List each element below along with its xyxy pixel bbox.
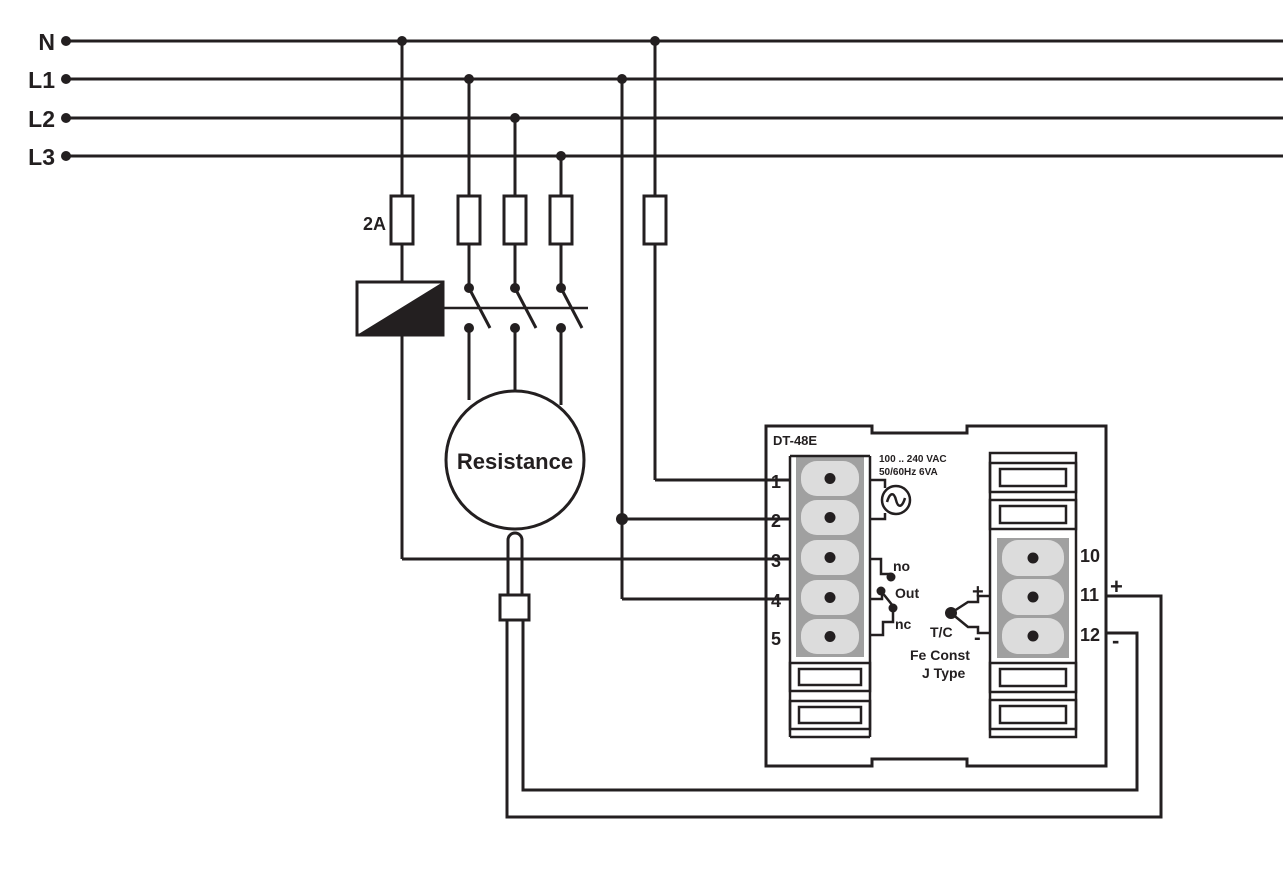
- relay-out-label: Out: [895, 585, 919, 601]
- terminal-cell-11: [1002, 579, 1064, 615]
- terminal-screw-icon: [824, 512, 836, 523]
- terminal-label-10: 10: [1080, 546, 1100, 566]
- line-l1-terminal: [61, 74, 71, 84]
- fuse-coil: [389, 194, 415, 246]
- device-housing: [764, 424, 1108, 768]
- line-n-terminal: [61, 36, 71, 46]
- contactor-coil-symbol: [357, 282, 443, 335]
- terminal-cell-2: [801, 500, 859, 535]
- ac-supply-symbol: [870, 478, 912, 521]
- tc-type-line2: J Type: [922, 665, 966, 681]
- terminal-screw-icon: [824, 631, 836, 642]
- relay-no-label: no: [893, 558, 910, 574]
- contact-l3: [559, 287, 584, 329]
- resistance-label: Resistance: [457, 449, 573, 474]
- contact-l1: [467, 287, 492, 329]
- device-model: DT-48E: [773, 433, 817, 448]
- tc-minus-label: -: [974, 627, 981, 649]
- terminal-cell-4: [801, 580, 859, 615]
- terminal-label-2: 2: [771, 511, 781, 531]
- external-plus-label: +: [1110, 574, 1123, 599]
- relay-output: no Out nc: [870, 557, 919, 637]
- supply-spec-2: 50/60Hz 6VA: [879, 467, 938, 478]
- terminal-cell-5: [801, 619, 859, 654]
- terminal-cell-12: [1002, 618, 1064, 654]
- terminal-screw-icon: [824, 552, 836, 563]
- terminal-label-4: 4: [771, 591, 781, 611]
- device-supply-wiring: [620, 79, 790, 601]
- right-terminal-labels: 10 11 12 + -: [1080, 546, 1123, 653]
- terminal-label-1: 1: [771, 472, 781, 492]
- fuse-l3: [548, 194, 574, 246]
- probe-head: [498, 593, 531, 622]
- line-l1-label: L1: [28, 67, 55, 93]
- internal-tc-symbol: + - T/C Fe Const J Type: [910, 581, 990, 681]
- relay-nc-label: nc: [895, 616, 912, 632]
- terminal-screw-icon: [824, 473, 836, 484]
- right-terminal-block: [988, 451, 1078, 739]
- resistance-load: Resistance: [444, 389, 586, 531]
- tc-type-line1: Fe Const: [910, 647, 970, 663]
- line-l2-terminal: [61, 113, 71, 123]
- terminal-screw-icon: [1027, 630, 1039, 642]
- supply-spec-1: 100 .. 240 VAC: [879, 454, 947, 465]
- terminal-label-11: 11: [1080, 585, 1099, 605]
- fuses: 2A: [363, 41, 790, 482]
- contact-l2: [513, 287, 538, 329]
- terminal-cell-1: [801, 461, 859, 496]
- line-l3-terminal: [61, 151, 71, 161]
- ac-source-icon: [880, 484, 912, 516]
- fuse-rating-label: 2A: [363, 214, 386, 234]
- line-l3-label: L3: [28, 144, 55, 170]
- terminal-screw-icon: [1027, 552, 1039, 564]
- resistance-symbol: [444, 389, 586, 531]
- terminal-cell-10: [1002, 540, 1064, 576]
- left-terminal-block: [788, 454, 872, 739]
- terminal-screw-icon: [1027, 591, 1039, 603]
- terminal-cell-3: [801, 540, 859, 575]
- terminal-label-3: 3: [771, 551, 781, 571]
- external-minus-label: -: [1112, 628, 1119, 653]
- contactor: [355, 280, 790, 561]
- dt48e-device: DT-48E 100 .. 240 VAC 50/60Hz 6VA 1 2 3 …: [764, 424, 1123, 768]
- terminal-screw-icon: [824, 592, 836, 603]
- tc-junction-dot: [945, 607, 957, 619]
- tc-cable-plus: [505, 594, 1163, 819]
- terminal-label-5: 5: [771, 629, 781, 649]
- fuse-device: [642, 194, 668, 246]
- fuse-l2: [502, 194, 528, 246]
- terminal-label-12: 12: [1080, 625, 1100, 645]
- probe-sheath: [506, 531, 524, 595]
- tc-label: T/C: [930, 624, 953, 640]
- thermocouple-probe: [498, 531, 1163, 819]
- fuse-l1: [456, 194, 482, 246]
- tc-cable-minus: [521, 620, 1139, 792]
- supply-lines: N L1 L2 L3: [28, 29, 1283, 170]
- line-l2-label: L2: [28, 106, 55, 132]
- line-n-label: N: [38, 29, 55, 55]
- tc-plus-label: +: [972, 581, 984, 603]
